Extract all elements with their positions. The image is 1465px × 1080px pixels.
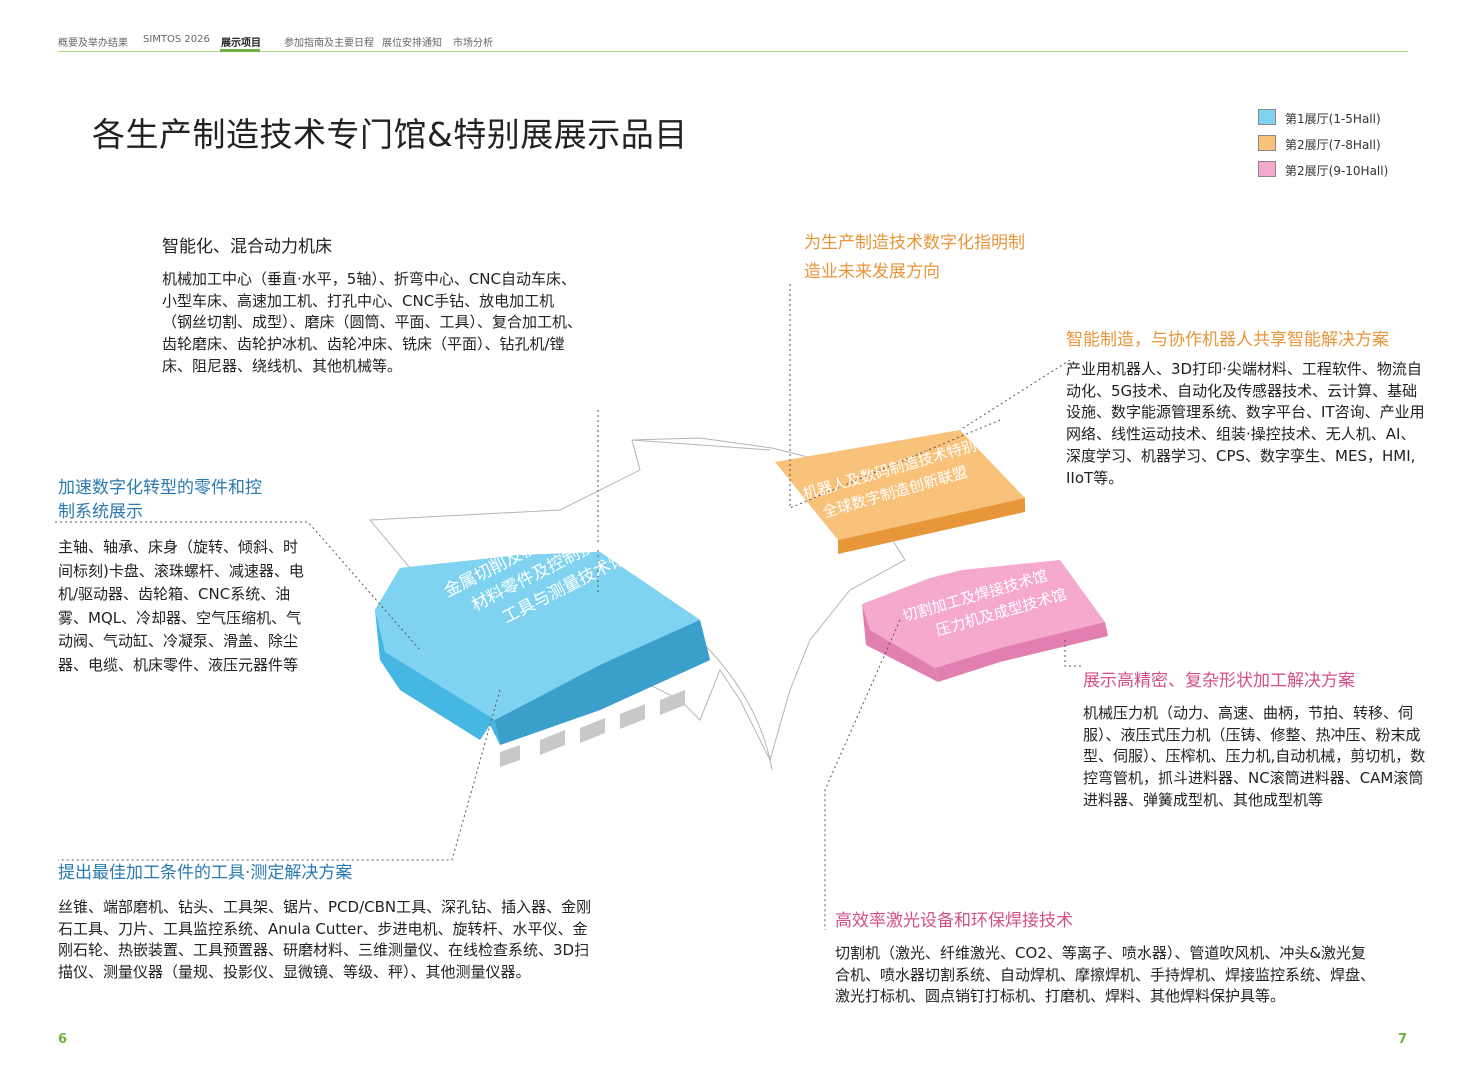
hall-2-pink[interactable] [862, 560, 1108, 682]
section-heading: 高效率激光设备和环保焊接技术 [835, 911, 1073, 931]
hall-2-orange[interactable] [775, 430, 1025, 554]
hall-1-blue[interactable] [375, 552, 710, 767]
section-laser-welding: 高效率激光设备和环保焊接技术 切割机（激光、纤维激光、CO2、等离子、喷水器）、… [835, 906, 1380, 1008]
nav-item-guide[interactable]: 参加指南及主要日程 [284, 38, 374, 49]
nav-item-market[interactable]: 市场分析 [453, 38, 493, 49]
section-smart-robot: 智能制造，与协作机器人共享智能解决方案 产业用机器人、3D打印·尖端材料、工程软… [1066, 326, 1426, 489]
section-heading: 为生产制造技术数字化指明制造业未来发展方向 [804, 233, 1025, 282]
section-heading: 提出最佳加工条件的工具·测定解决方案 [58, 863, 353, 883]
legend-swatch-blue [1258, 109, 1276, 125]
page-number-left: 6 [58, 1032, 68, 1047]
legend-label: 第1展厅(1-5Hall) [1285, 112, 1381, 126]
nav-item-exhibits[interactable]: 展示项目 [221, 38, 261, 49]
legend-label: 第2展厅(7-8Hall) [1285, 138, 1381, 152]
nav-item-simtos[interactable]: SIMTOS 2026 [143, 34, 210, 45]
legend-swatch-orange [1258, 135, 1276, 151]
section-parts-control: 加速数字化转型的零件和控制系统展示 主轴、轴承、床身（旋转、倾斜、时间标刻)卡盘… [58, 476, 306, 677]
nav-divider [58, 51, 1408, 52]
section-heading: 展示高精密、复杂形状加工解决方案 [1083, 671, 1355, 691]
section-digital-future: 为生产制造技术数字化指明制造业未来发展方向 [804, 229, 1029, 287]
section-body: 产业用机器人、3D打印·尖端材料、工程软件、物流自动化、5G技术、自动化及传感器… [1066, 360, 1425, 487]
section-body: 丝锥、端部磨机、钻头、工具架、锯片、PCD/CBN工具、深孔钻、插入器、金刚石工… [58, 898, 592, 982]
section-body: 机械加工中心（垂直·水平，5轴）、折弯中心、CNC自动车床、小型车床、高速加工机… [162, 270, 583, 375]
section-body: 主轴、轴承、床身（旋转、倾斜、时间标刻)卡盘、滚珠螺杆、减速器、电机/驱动器、齿… [58, 538, 304, 674]
nav-active-indicator [220, 49, 260, 52]
nav-item-overview[interactable]: 概要及举办结果 [58, 38, 128, 49]
legend-swatch-pink [1258, 161, 1276, 177]
section-heading: 加速数字化转型的零件和控制系统展示 [58, 478, 262, 522]
nav-item-booth[interactable]: 展位安排通知 [382, 38, 442, 49]
section-smart-machine: 智能化、混合动力机床 机械加工中心（垂直·水平，5轴）、折弯中心、CNC自动车床… [162, 232, 582, 378]
section-tools-measure: 提出最佳加工条件的工具·测定解决方案 丝锥、端部磨机、钻头、工具架、锯片、PCD… [58, 861, 598, 984]
section-body: 机械压力机（动力、高速、曲柄，节拍、转移、伺服）、液压式压力机（压铸、修整、热冲… [1083, 704, 1426, 809]
legend-label: 第2展厅(9-10Hall) [1285, 164, 1389, 178]
section-heading: 智能化、混合动力机床 [162, 237, 332, 257]
section-body: 切割机（激光、纤维激光、CO2、等离子、喷水器）、管道吹风机、冲头&激光复合机、… [835, 944, 1376, 1006]
page-number-right: 7 [1398, 1032, 1408, 1047]
leader-lines [55, 284, 1083, 930]
section-precision-forming: 展示高精密、复杂形状加工解决方案 机械压力机（动力、高速、曲柄，节拍、转移、伺服… [1083, 666, 1428, 812]
section-heading: 智能制造，与协作机器人共享智能解决方案 [1066, 330, 1389, 350]
page-title: 各生产制造技术专门馆&特别展展示品目 [92, 115, 688, 154]
